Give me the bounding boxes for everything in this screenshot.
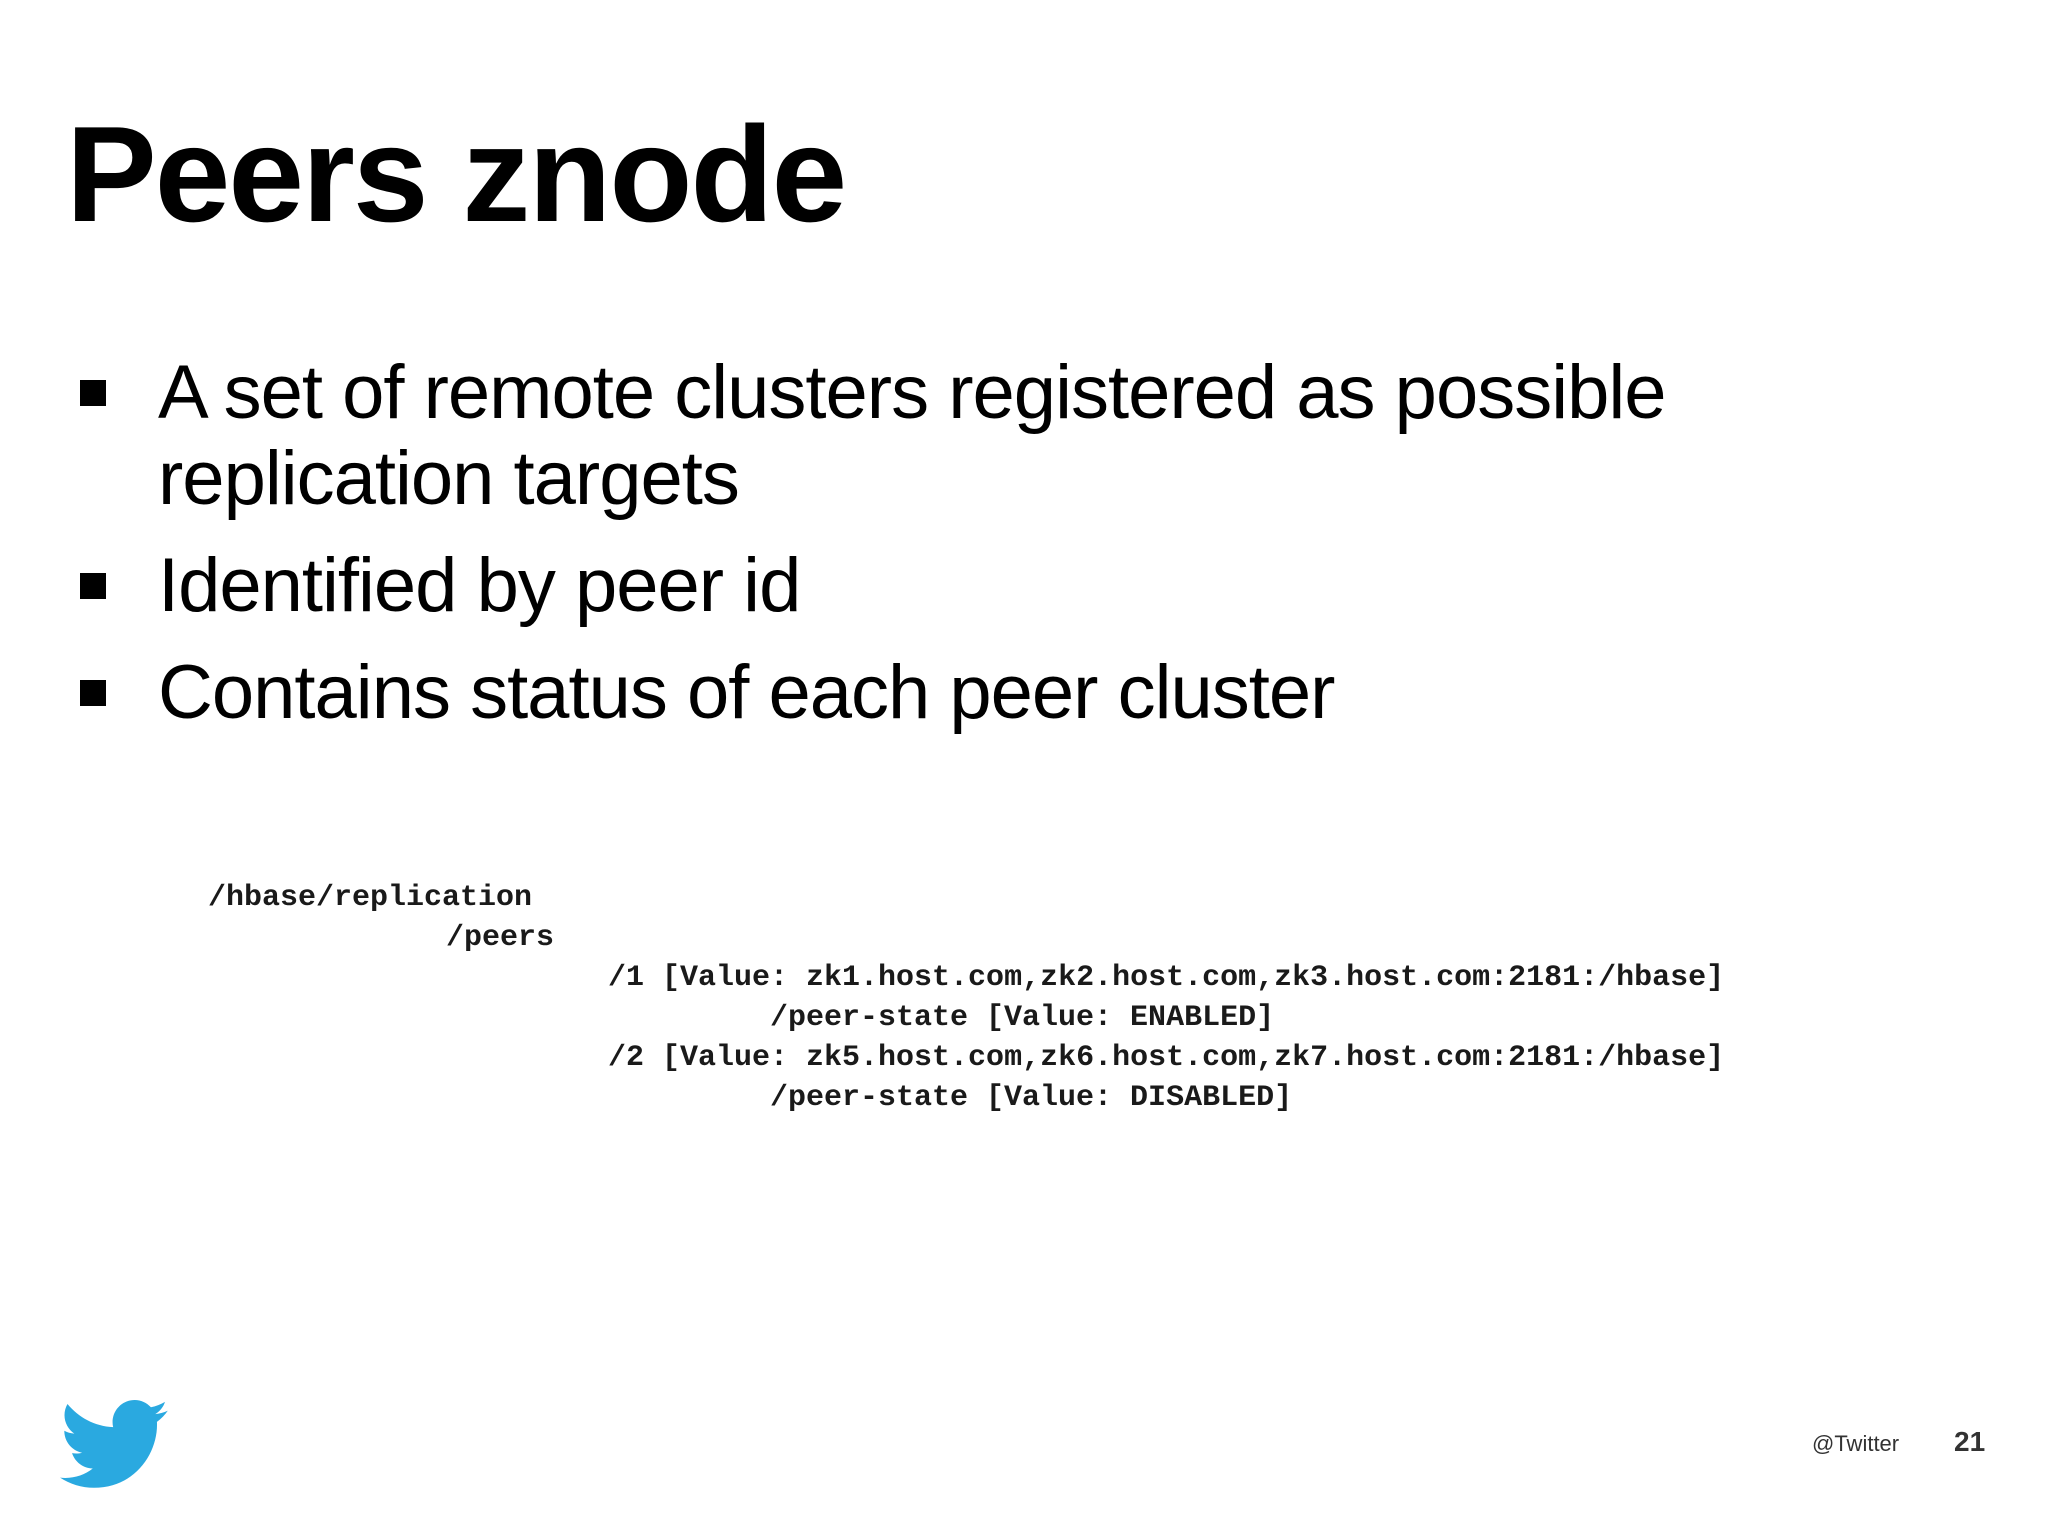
code-line-peers: /peers xyxy=(446,921,555,955)
twitter-bird-icon xyxy=(60,1400,168,1488)
bullet-text-continuation: replication targets xyxy=(158,436,740,521)
bullet-text: Contains status of each peer cluster xyxy=(158,650,1335,735)
code-line-peer-2-state: /peer-state [Value: DISABLED] xyxy=(770,1081,1293,1115)
slide-title: Peers znode xyxy=(66,98,847,250)
code-line-peer-1: /1 [Value: zk1.host.com,zk2.host.com,zk3… xyxy=(608,961,1725,995)
bullet-square-icon xyxy=(80,380,106,406)
footer-twitter-handle: @Twitter xyxy=(1812,1431,1900,1456)
code-line-peer-1-state: /peer-state [Value: ENABLED] xyxy=(770,1001,1275,1035)
bullet-text: A set of remote clusters registered as p… xyxy=(158,350,1667,435)
znode-tree-code-block: /hbase/replication /peers /1 [Value: zk1… xyxy=(200,872,1880,1172)
bullet-square-icon xyxy=(80,680,106,706)
bullet-text: Identified by peer id xyxy=(158,543,801,628)
bullet-square-icon xyxy=(80,573,106,599)
code-line-peer-2: /2 [Value: zk5.host.com,zk6.host.com,zk7… xyxy=(608,1041,1725,1075)
code-line-hbase-replication: /hbase/replication xyxy=(208,881,533,915)
slide-page-number: 21 xyxy=(1954,1426,1986,1457)
